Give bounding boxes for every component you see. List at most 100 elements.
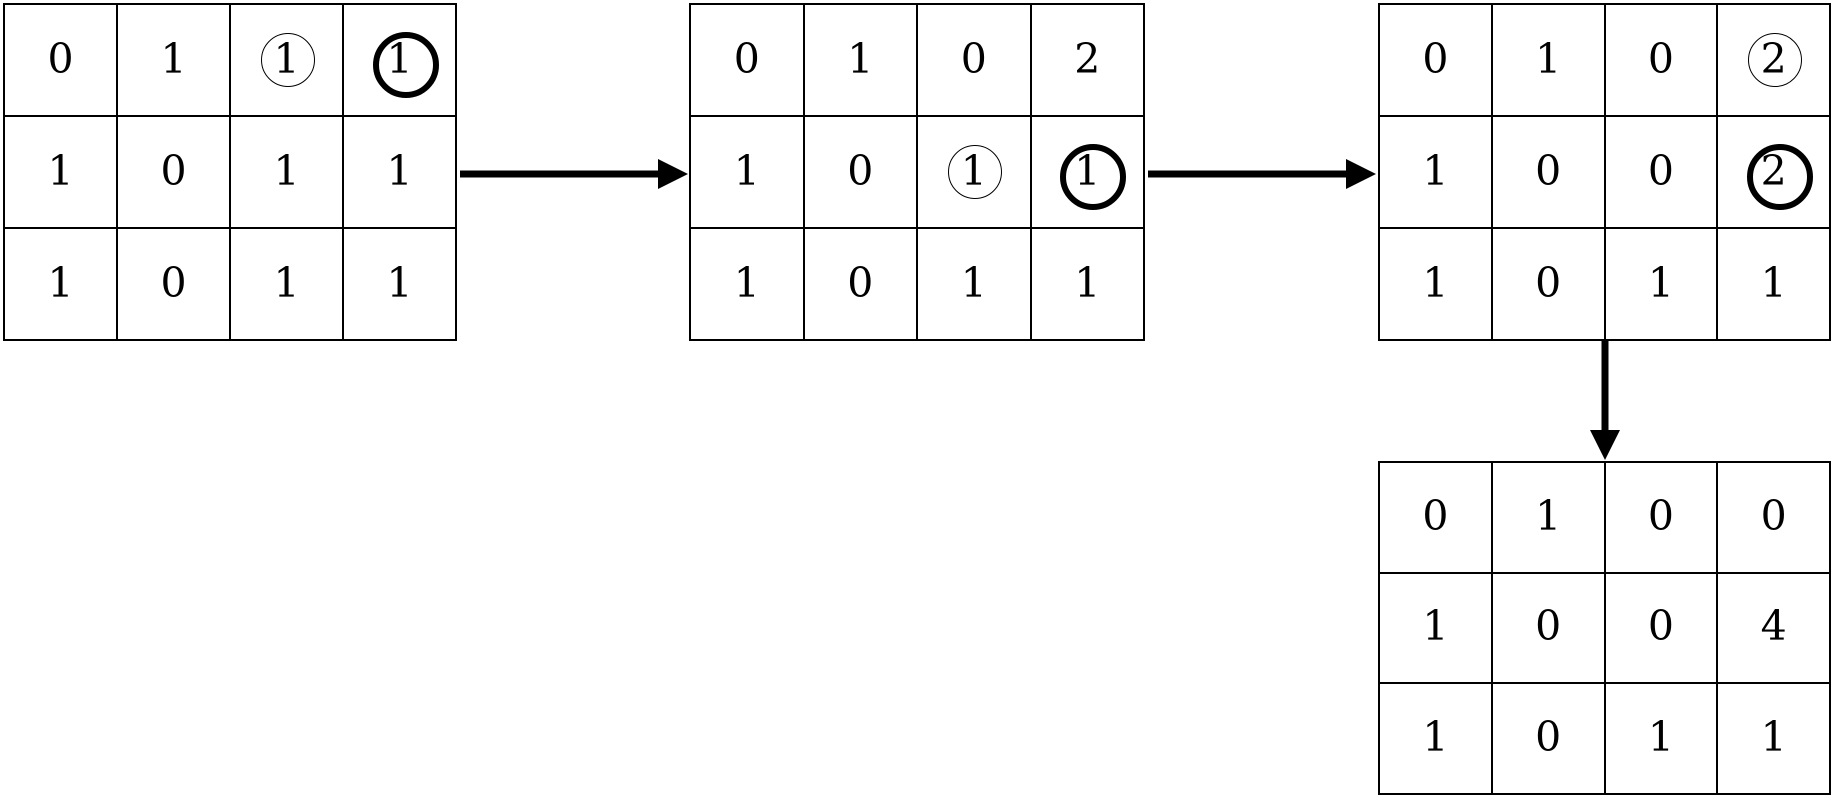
matrix-cell: 1: [1718, 229, 1831, 341]
matrix-step-2: 0 1 0 2 1 0 1 1 1 0 1 1: [689, 3, 1145, 341]
cell-value: 0: [1535, 258, 1562, 307]
cell-value: 1: [847, 34, 874, 83]
cell-value: 1: [947, 145, 1002, 199]
cell-value: 1: [1760, 713, 1787, 762]
cell-value: 0: [1422, 34, 1449, 83]
cell-value: 1: [1535, 34, 1562, 83]
arrow-step3-to-step4: [1589, 341, 1621, 462]
cell-value: 1: [1647, 713, 1674, 762]
cell-value: 1: [386, 146, 413, 195]
matrix-cell: 1: [1718, 684, 1831, 795]
matrix-cell: 1: [344, 229, 457, 341]
cell-value: 0: [1647, 146, 1674, 195]
matrix-cell: 1: [1605, 684, 1719, 795]
arrow-step2-to-step3: [1147, 158, 1379, 190]
cell-value: 1: [1422, 602, 1449, 651]
cell-value: 2: [1074, 34, 1101, 83]
matrix-cell: 0: [1492, 573, 1606, 685]
matrix-cell: 0: [1718, 463, 1831, 574]
cell-value: 1: [386, 258, 413, 307]
matrix-cell: 0: [1605, 573, 1719, 685]
cell-value: 1: [273, 146, 300, 195]
cell-value: 1: [1535, 491, 1562, 540]
cell-value: 1: [1760, 258, 1787, 307]
cell-value: 1: [733, 258, 760, 307]
cell-value: 1: [1060, 144, 1127, 210]
cell-value: 1: [47, 146, 74, 195]
matrix-cell: 0: [1380, 5, 1493, 117]
cell-value: 1: [960, 258, 987, 307]
cell-value: 0: [1422, 491, 1449, 540]
cell-value: 2: [1746, 144, 1813, 210]
matrix-step-4: 0 1 0 0 1 0 0 4 1 0 1 1: [1378, 461, 1831, 795]
cell-value: 1: [1647, 258, 1674, 307]
matrix-cell-highlighted-thin: 2: [1718, 5, 1831, 117]
cell-value: 1: [47, 258, 74, 307]
matrix-cell-highlighted-thin: 1: [918, 117, 1032, 229]
cell-value: 1: [260, 33, 315, 87]
matrix-cell-highlighted-bold: 1: [1031, 117, 1145, 229]
cell-value: 0: [1647, 602, 1674, 651]
matrix-cell: 1: [1380, 229, 1493, 341]
cell-value: 1: [160, 34, 187, 83]
matrix-cell: 1: [1492, 5, 1606, 117]
matrix-cell: 1: [691, 117, 805, 229]
matrix-cell: 1: [1380, 684, 1493, 795]
matrix-cell: 0: [118, 229, 231, 341]
matrix-step-1: 0 1 1 1 1 0 1 1 1 0 1 1: [3, 3, 457, 341]
matrix-cell: 0: [1605, 117, 1719, 229]
matrix-cell-highlighted-thin: 1: [231, 5, 344, 117]
matrix-cell: 1: [231, 117, 344, 229]
cell-value: 0: [160, 146, 187, 195]
cell-value: 0: [1535, 713, 1562, 762]
matrix-cell: 1: [1492, 463, 1606, 574]
matrix-cell: 0: [1492, 117, 1606, 229]
matrix-cell: 0: [804, 117, 918, 229]
cell-value: 0: [1647, 34, 1674, 83]
matrix-cell: 1: [5, 229, 118, 341]
cell-value: 0: [847, 258, 874, 307]
matrix-cell: 0: [1492, 684, 1606, 795]
matrix-cell: 2: [1031, 5, 1145, 117]
matrix-cell: 1: [1605, 229, 1719, 341]
matrix-cell: 0: [918, 5, 1032, 117]
cell-value: 0: [1647, 491, 1674, 540]
matrix-cell: 1: [691, 229, 805, 341]
matrix-cell: 0: [691, 5, 805, 117]
cell-value: 1: [273, 258, 300, 307]
cell-value: 1: [1422, 146, 1449, 195]
matrix-cell: 0: [1605, 463, 1719, 574]
matrix-step-3: 0 1 0 2 1 0 0 2 1 0 1 1: [1378, 3, 1831, 341]
cell-value: 1: [372, 32, 439, 98]
matrix-cell-highlighted-bold: 2: [1718, 117, 1831, 229]
matrix-cell: 0: [1605, 5, 1719, 117]
cell-value: 0: [1535, 146, 1562, 195]
matrix-cell: 0: [5, 5, 118, 117]
matrix-cell: 0: [118, 117, 231, 229]
matrix-cell: 1: [1031, 229, 1145, 341]
cell-value: 0: [847, 146, 874, 195]
matrix-cell: 4: [1718, 573, 1831, 685]
matrix-cell: 1: [231, 229, 344, 341]
arrow-step1-to-step2: [459, 158, 691, 190]
cell-value: 0: [160, 258, 187, 307]
matrix-cell: 1: [118, 5, 231, 117]
cell-value: 1: [1422, 258, 1449, 307]
cell-value: 0: [47, 34, 74, 83]
matrix-cell: 1: [344, 117, 457, 229]
cell-value: 0: [733, 34, 760, 83]
cell-value: 0: [1535, 602, 1562, 651]
matrix-cell-highlighted-bold: 1: [344, 5, 457, 117]
matrix-cell: 1: [1380, 573, 1493, 685]
matrix-cell: 0: [804, 229, 918, 341]
matrix-cell: 1: [918, 229, 1032, 341]
cell-value: 1: [733, 146, 760, 195]
matrix-cell: 1: [1380, 117, 1493, 229]
cell-value: 4: [1760, 602, 1787, 651]
matrix-cell: 1: [804, 5, 918, 117]
cell-value: 1: [1074, 258, 1101, 307]
matrix-cell: 1: [5, 117, 118, 229]
cell-value: 2: [1747, 33, 1802, 87]
matrix-cell: 0: [1380, 463, 1493, 574]
matrix-cell: 0: [1492, 229, 1606, 341]
